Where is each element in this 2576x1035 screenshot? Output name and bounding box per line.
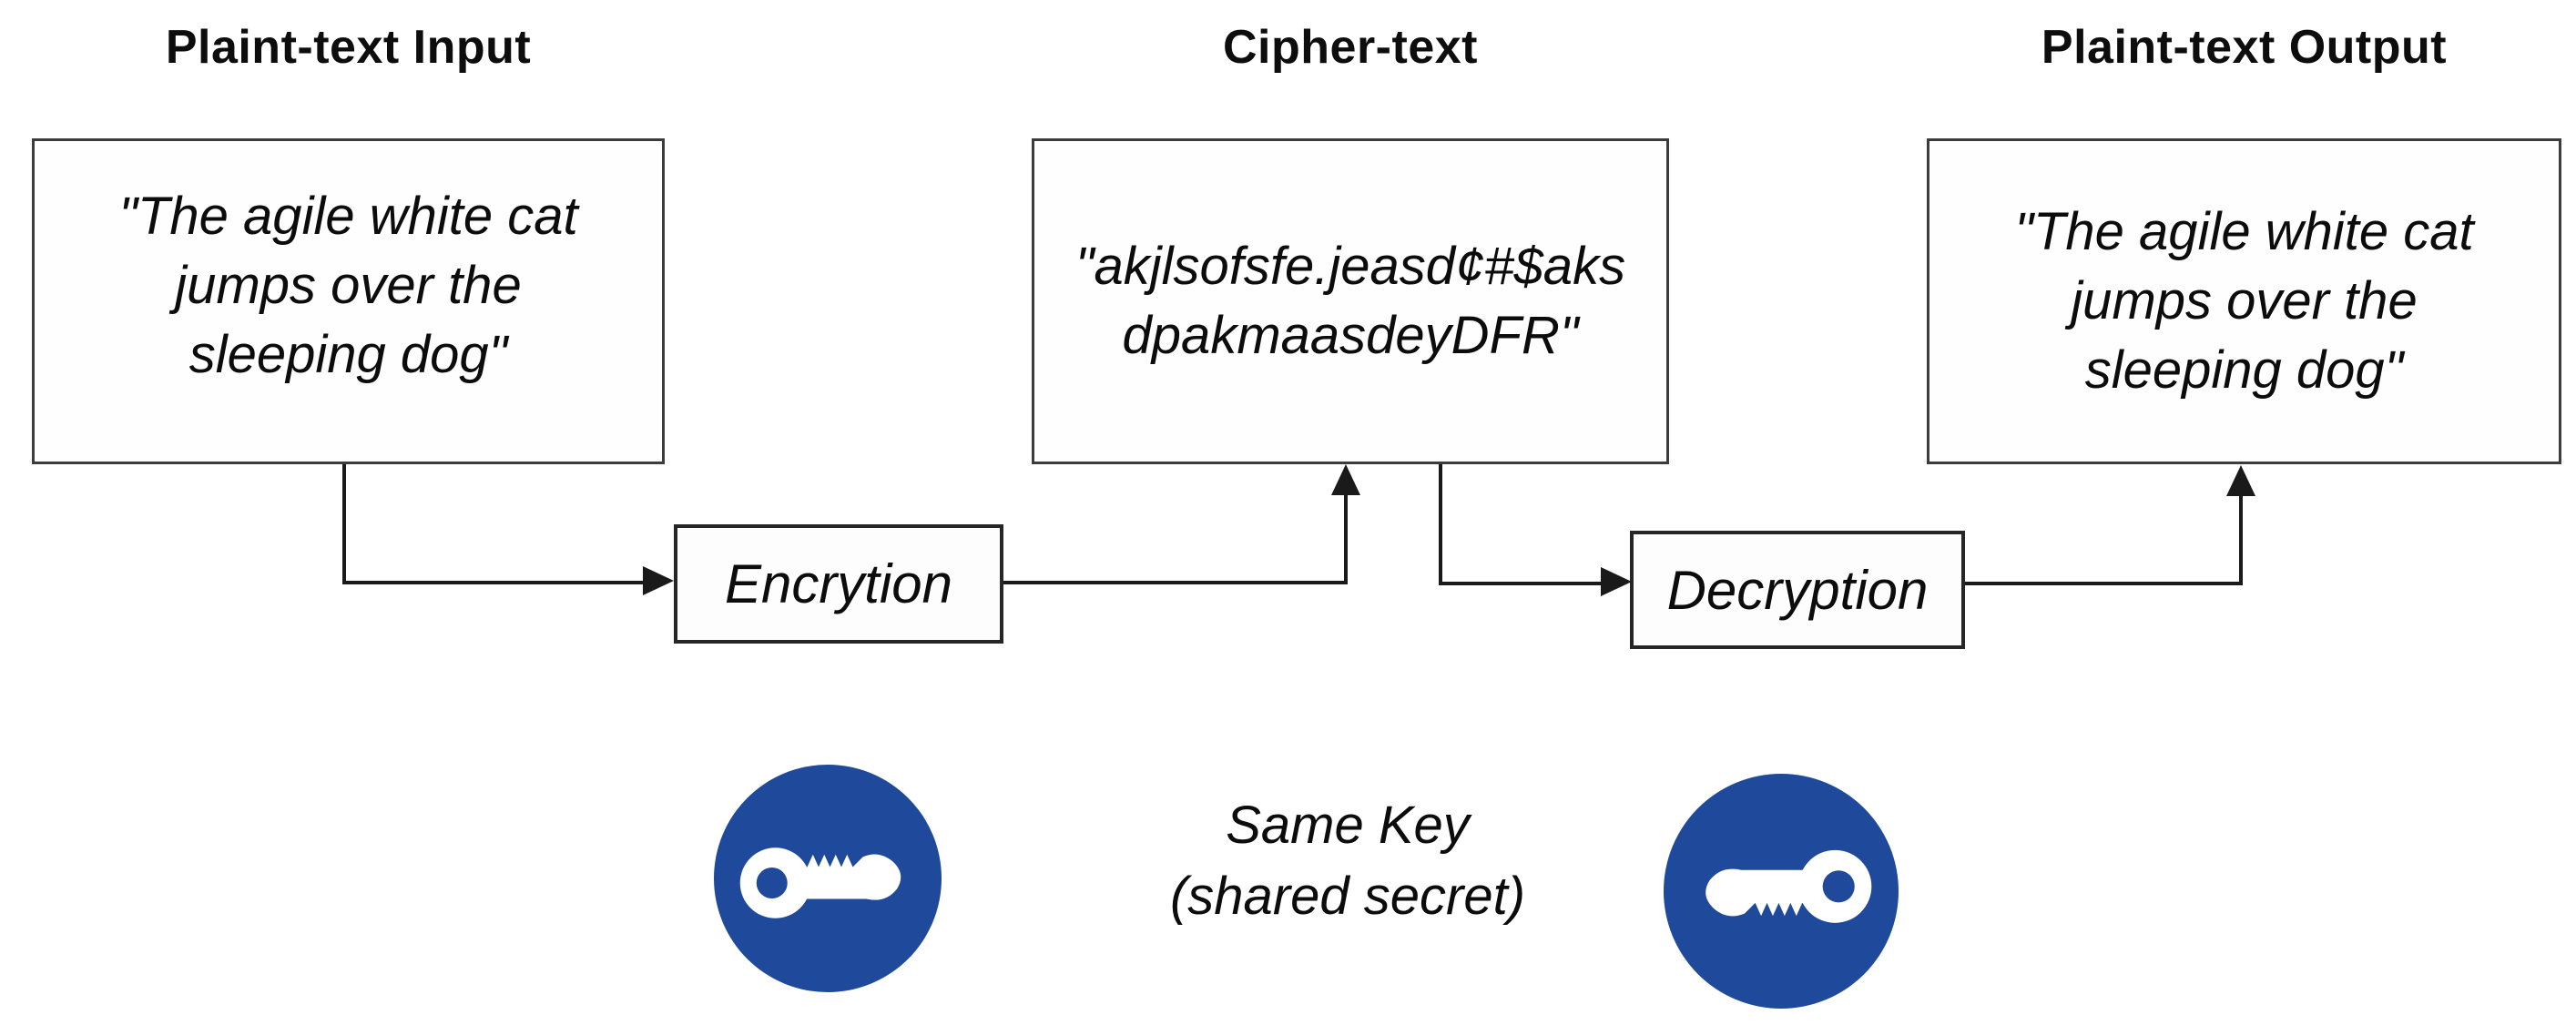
decryption-to-output-connector-horizontal xyxy=(1965,582,2241,585)
encryption-to-cipher-connector-horizontal xyxy=(1003,581,1348,584)
input-to-encryption-connector-vertical xyxy=(342,464,346,584)
plain-text-output-title: Plaint-text Output xyxy=(2041,21,2448,74)
box-text-line: sleeping dog" xyxy=(2084,340,2404,400)
encryption-key-icon xyxy=(714,765,942,992)
cipher-to-decryption-connector-vertical xyxy=(1439,464,1442,585)
decryption-label: Decryption xyxy=(1666,559,1929,621)
key-caption-line: Same Key xyxy=(1226,796,1470,855)
box-text-line: "akjlsofsfe.jeasd¢#$aks xyxy=(1074,237,1626,296)
plain-text-input-box: "The agile white cat jumps over the slee… xyxy=(32,138,665,464)
arrowhead-right-icon xyxy=(643,566,674,595)
box-text-line: "The agile white cat xyxy=(118,187,578,246)
arrowhead-up-icon xyxy=(1331,464,1360,495)
decryption-box: Decryption xyxy=(1630,531,1965,649)
box-text-line: jumps over the xyxy=(2071,271,2418,330)
plain-text-input-title: Plaint-text Input xyxy=(165,21,532,74)
box-text-line: dpakmaasdeyDFR" xyxy=(1122,306,1579,365)
arrowhead-up-icon xyxy=(2226,465,2255,496)
decryption-to-output-connector-vertical xyxy=(2239,494,2243,585)
cipher-text-box: "akjlsofsfe.jeasd¢#$aks dpakmaasdeyDFR" xyxy=(1032,138,1669,464)
encryption-label: Encrytion xyxy=(724,553,953,614)
decryption-key-icon xyxy=(1664,774,1899,1009)
input-to-encryption-connector-horizontal xyxy=(342,581,643,584)
plain-text-output-box: "The agile white cat jumps over the slee… xyxy=(1927,138,2561,464)
box-text-line: "The agile white cat xyxy=(2014,202,2474,261)
encryption-box: Encrytion xyxy=(674,524,1003,644)
encryption-to-cipher-connector-vertical xyxy=(1344,493,1348,584)
box-text-line: sleeping dog" xyxy=(188,325,508,384)
cipher-to-decryption-connector-horizontal xyxy=(1439,582,1601,585)
key-caption-line: (shared secret) xyxy=(1169,867,1526,926)
key-caption: Same Key (shared secret) xyxy=(1038,790,1657,932)
cipher-text-title: Cipher-text xyxy=(1223,21,1478,74)
arrowhead-right-icon xyxy=(1601,567,1632,596)
box-text-line: jumps over the xyxy=(175,256,522,315)
